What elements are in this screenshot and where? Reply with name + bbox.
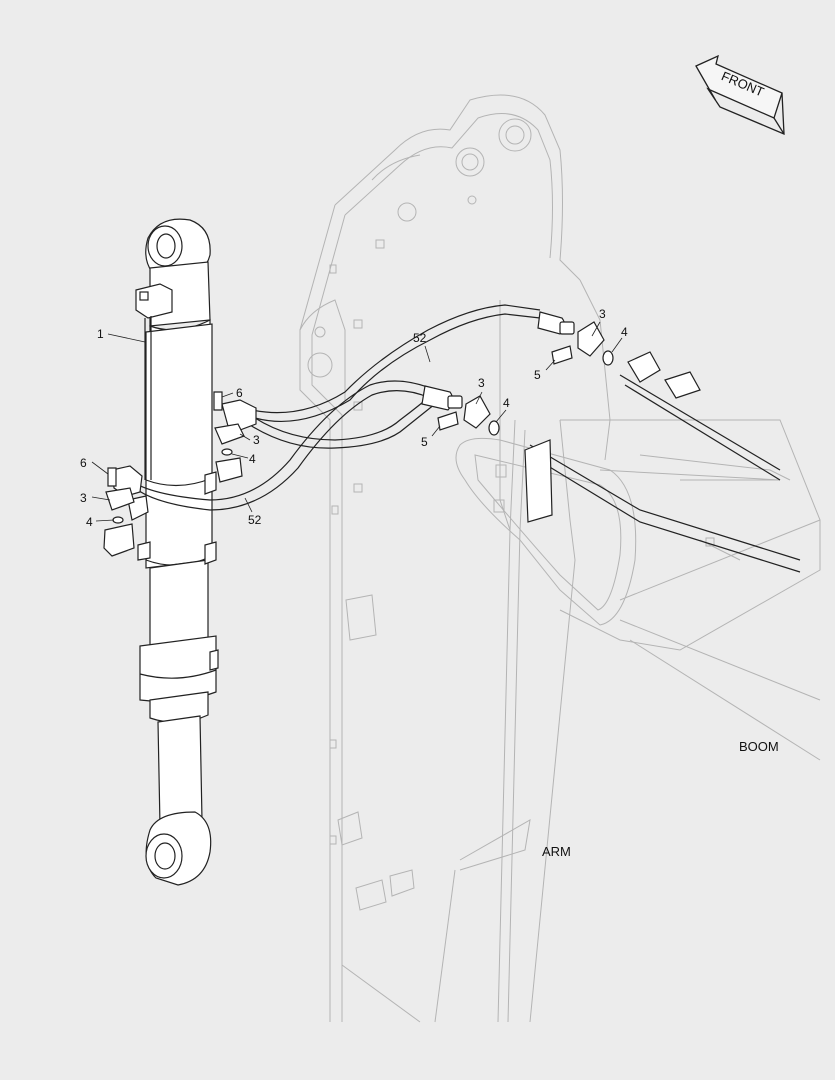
callout-3: 3 xyxy=(253,433,260,447)
callout-3: 3 xyxy=(80,491,87,505)
callout-4: 4 xyxy=(503,396,510,410)
callout-4: 4 xyxy=(86,515,93,529)
hydraulic-cylinder xyxy=(135,218,219,886)
callout-3: 3 xyxy=(478,376,485,390)
boom-label: BOOM xyxy=(739,739,779,754)
callout-3: 3 xyxy=(599,307,606,321)
arm-label: ARM xyxy=(542,844,571,859)
callout-1: 1 xyxy=(97,327,104,341)
callout-52: 52 xyxy=(413,331,427,345)
arm-structure xyxy=(299,94,821,1023)
callout-52: 52 xyxy=(248,513,262,527)
leader-lines xyxy=(91,321,623,522)
callouts: 1 52 52 3 4 5 3 4 5 6 3 4 6 3 4 xyxy=(80,307,628,529)
callout-6: 6 xyxy=(236,386,243,400)
callout-4: 4 xyxy=(621,325,628,339)
callout-4: 4 xyxy=(249,452,256,466)
callout-5: 5 xyxy=(421,435,428,449)
callout-5: 5 xyxy=(534,368,541,382)
front-direction-arrow: FRONT xyxy=(695,54,785,136)
hydraulic-hoses xyxy=(103,304,614,557)
callout-6: 6 xyxy=(80,456,87,470)
